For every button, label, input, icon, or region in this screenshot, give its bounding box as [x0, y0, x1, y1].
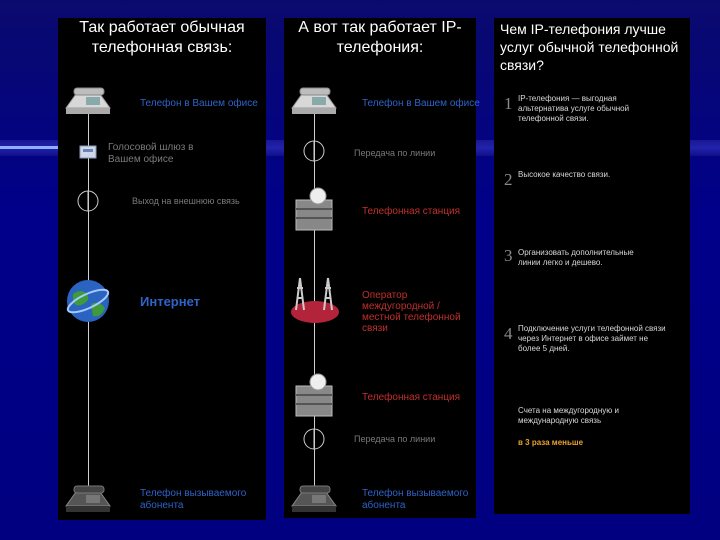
desk-phone-icon	[65, 87, 111, 114]
advantage-text: Подключение услуги телефонной связи чере…	[518, 324, 666, 353]
label-line-1: Передача по линии	[354, 148, 436, 158]
server-icon	[295, 373, 333, 417]
label-provider: Выход на внешнюю связь	[132, 196, 240, 206]
panel-ip-telephony-middle: А вот так работает IP-телефония: Телефон…	[284, 18, 480, 518]
stripe-accent	[0, 146, 62, 149]
label-office-phone: Телефон в Вашем офисе	[362, 98, 480, 109]
node-icon	[77, 190, 99, 212]
advantage-text: Высокое качество связи.	[518, 170, 611, 179]
desk-phone-icon	[291, 87, 337, 114]
advantage-number: 4	[504, 324, 513, 343]
label-operator: Оператор междугородной / местной телефон…	[362, 290, 461, 334]
node-icon	[303, 428, 325, 450]
label-station-2: Телефонная станция	[362, 392, 461, 403]
bills-highlight: в 3 раза меньше	[518, 438, 583, 448]
node-icon	[303, 140, 325, 162]
bills-highlight-value: в 3 раза меньше	[518, 438, 584, 447]
globe-icon	[66, 280, 110, 322]
label-called-phone: Телефон вызываемого абонента	[362, 488, 469, 511]
called-phone-icon	[291, 485, 337, 512]
label-office-phone: Телефон в Вашем офисе	[140, 98, 258, 109]
panel-advantages: Чем IP-телефония лучше услуг обычной тел…	[494, 18, 690, 514]
label-station-1: Телефонная станция	[362, 206, 461, 217]
server-icon	[295, 187, 333, 231]
advantage-number: 1	[504, 94, 513, 113]
middle-panel-title: А вот так работает IP-телефония:	[298, 19, 462, 56]
advantage-text: IP-телефония — выгодная альтернатива усл…	[518, 94, 630, 123]
advantage-text: Организовать дополнительные линии легко …	[518, 248, 634, 267]
label-gateway: Голосовой шлюз в Вашем офисе	[108, 142, 194, 165]
bills-text: Счета на междугородную и международную с…	[518, 406, 619, 425]
right-panel-title: Чем IP-телефония лучше услуг обычной тел…	[500, 21, 679, 73]
advantage-number: 3	[504, 246, 513, 265]
advantage-number: 2	[504, 170, 513, 189]
gateway-icon	[79, 145, 97, 159]
panel-ip-telephony-left: Так работает обычная телефонная связь: Т…	[58, 18, 266, 520]
label-internet: Интернет	[140, 294, 201, 309]
tower-icon	[291, 277, 339, 323]
label-line-2: Передача по линии	[354, 434, 436, 444]
called-phone-icon	[65, 485, 111, 512]
label-called-phone: Телефон вызываемого абонента	[140, 488, 247, 511]
left-panel-title: Так работает обычная телефонная связь:	[79, 19, 245, 56]
